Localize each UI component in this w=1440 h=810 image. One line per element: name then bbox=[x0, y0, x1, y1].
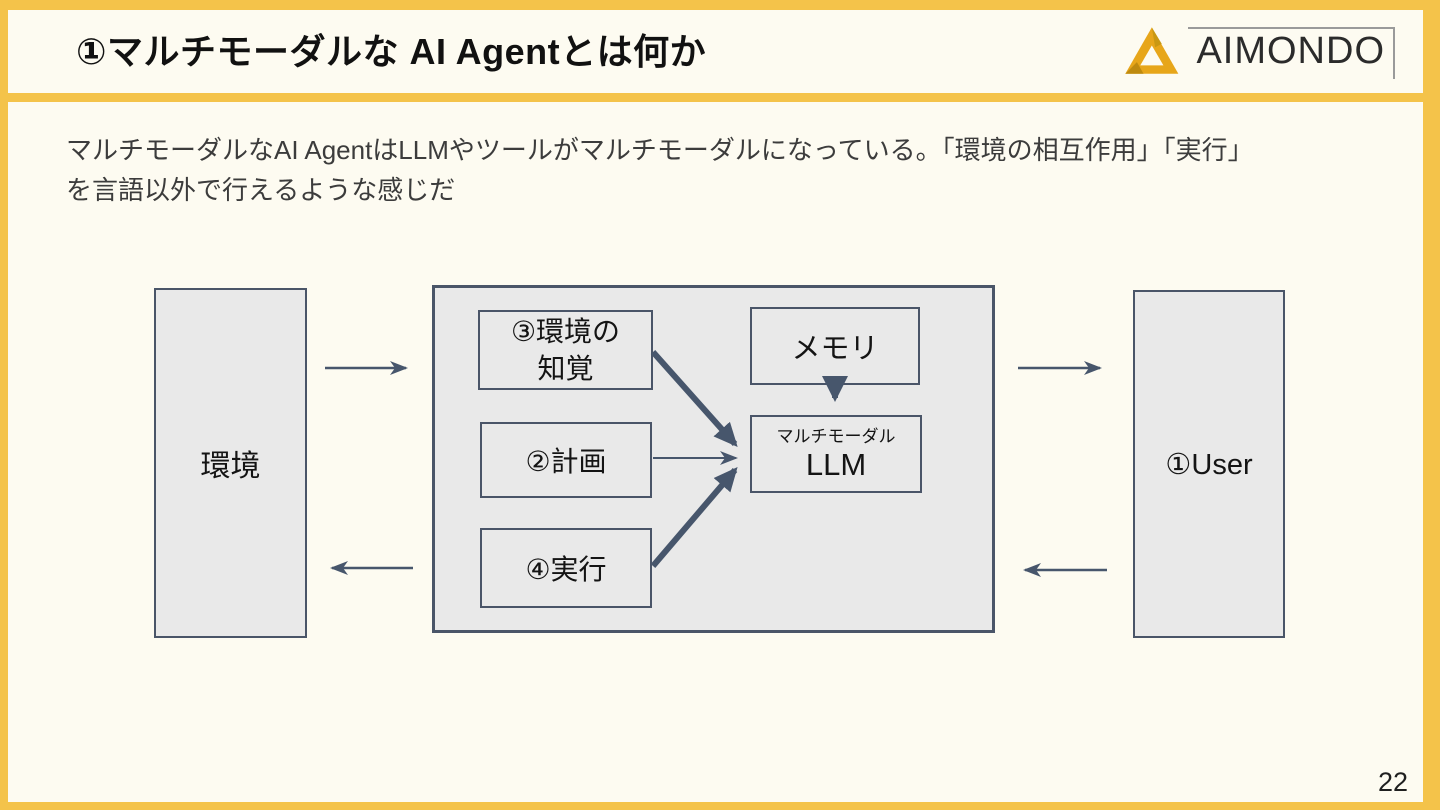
body-paragraph: マルチモーダルなAI AgentはLLMやツールがマルチモーダルになっている。「… bbox=[66, 130, 1396, 210]
llm-small-label: マルチモーダル bbox=[776, 427, 896, 446]
environment-label: 環境 bbox=[200, 450, 261, 483]
plan-label: ②計画 bbox=[525, 446, 607, 477]
perception-box: ③環境の 知覚 bbox=[478, 310, 653, 390]
page-title: ①マルチモーダルな AI Agentとは何か bbox=[76, 31, 707, 72]
slide-header: ①マルチモーダルな AI Agentとは何か AIMONDO bbox=[8, 10, 1423, 93]
aimondo-triangle-icon bbox=[1125, 27, 1179, 74]
frame-top-border bbox=[0, 0, 1440, 10]
body-paragraph-line2: を言語以外で行えるような感じだ bbox=[66, 175, 456, 205]
user-box: ①User bbox=[1133, 290, 1285, 638]
memory-label: メモリ bbox=[791, 333, 879, 365]
execute-label: ④実行 bbox=[525, 554, 607, 585]
user-label: ①User bbox=[1165, 448, 1253, 481]
frame-right-border bbox=[1423, 0, 1440, 810]
perception-label-line2: 知覚 bbox=[537, 353, 594, 384]
page-number: 22 bbox=[1377, 767, 1408, 797]
multimodal-llm-box: マルチモーダル LLM bbox=[750, 415, 922, 493]
memory-box: メモリ bbox=[750, 307, 920, 385]
frame-bottom-border bbox=[0, 802, 1440, 810]
header-divider bbox=[8, 93, 1423, 102]
environment-box: 環境 bbox=[154, 288, 307, 638]
body-paragraph-line1: マルチモーダルなAI AgentはLLMやツールがマルチモーダルになっている。「… bbox=[66, 135, 1254, 165]
execute-box: ④実行 bbox=[480, 528, 652, 608]
frame-left-border bbox=[0, 0, 8, 810]
llm-label: LLM bbox=[805, 447, 867, 482]
plan-box: ②計画 bbox=[480, 422, 652, 498]
aimondo-logo-text: AIMONDO bbox=[1188, 27, 1395, 79]
aimondo-logo: AIMONDO bbox=[1122, 22, 1395, 84]
perception-label-line1: ③環境の bbox=[510, 316, 621, 347]
